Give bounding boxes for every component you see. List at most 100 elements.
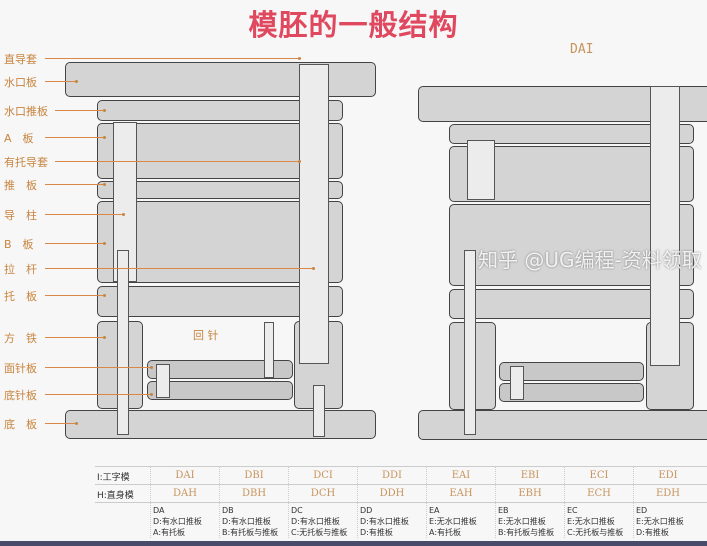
leader-dot bbox=[150, 366, 153, 369]
right-a-plate bbox=[449, 124, 694, 144]
description-line: E:无水口推板 bbox=[429, 517, 477, 526]
description-line: B:有托板与推板 bbox=[498, 528, 555, 537]
code-cell: EAH bbox=[426, 485, 495, 502]
code-cell: DAI bbox=[150, 467, 219, 484]
description-line: DC bbox=[291, 506, 303, 515]
leader-dot bbox=[103, 242, 106, 245]
code-cell: DDH bbox=[357, 485, 426, 502]
description-line: B:有托板与推板 bbox=[222, 528, 279, 537]
description-line: D:有水口推板 bbox=[360, 517, 409, 526]
page-title: 模胚的一般结构 bbox=[248, 8, 459, 42]
ejector-plate bbox=[147, 381, 293, 400]
description-line: EA bbox=[429, 506, 440, 515]
description-line: D:有推板 bbox=[360, 528, 393, 537]
bottom-bar bbox=[0, 541, 707, 546]
part-label: 直导套 bbox=[4, 53, 37, 66]
description-line: E:无水口推板 bbox=[636, 517, 684, 526]
description-line: A:有托板 bbox=[153, 528, 186, 537]
leader-dot bbox=[150, 393, 153, 396]
description-line: C:无托板与推板 bbox=[567, 528, 624, 537]
leader-line bbox=[45, 423, 75, 424]
leader-dot bbox=[103, 183, 106, 186]
row-header: I:工字模 bbox=[97, 473, 130, 483]
description-line: C:无托板与推板 bbox=[291, 528, 348, 537]
clamp-plate bbox=[65, 410, 376, 439]
code-cell: DDI bbox=[357, 467, 426, 484]
description-line: D:有推板 bbox=[636, 528, 669, 537]
right-support-pin bbox=[464, 250, 476, 435]
part-label: 方 铁 bbox=[4, 332, 37, 345]
description-line: ED bbox=[636, 506, 648, 515]
leader-dot bbox=[75, 422, 78, 425]
description-cell: DD D:有水口推板 D:有推板 bbox=[357, 503, 426, 538]
part-label: B 板 bbox=[4, 238, 34, 251]
part-label: A 板 bbox=[4, 132, 34, 145]
description-row: DA D:有水口推板 A:有托板 DB D:有水口推板 B:有托板与推板 DC D:有水口推板… bbox=[95, 503, 707, 538]
description-line: D:有水口推板 bbox=[222, 517, 271, 526]
model-code: DAI bbox=[570, 42, 594, 57]
leader-dot bbox=[103, 336, 106, 339]
part-label: 面针板 bbox=[4, 362, 37, 375]
description-cell: EA E:无水口推板 A:有托板 bbox=[426, 503, 495, 538]
code-cell: EDI bbox=[633, 467, 702, 484]
part-label: 导 柱 bbox=[4, 209, 37, 222]
part-label: 水口推板 bbox=[4, 105, 48, 118]
code-cell: ECI bbox=[564, 467, 633, 484]
leader-dot bbox=[103, 109, 106, 112]
code-cell: DBI bbox=[219, 467, 288, 484]
sprue-bushing-column bbox=[299, 64, 329, 364]
leader-dot bbox=[75, 80, 78, 83]
return-pin bbox=[264, 322, 274, 378]
bottom-pin bbox=[313, 385, 325, 437]
table-row: I:工字模 DAI DBI DCI DDI EAI EBI ECI EDI bbox=[95, 467, 707, 485]
leader-line bbox=[45, 367, 150, 368]
description-line: A:有托板 bbox=[429, 528, 462, 537]
right-guide-column bbox=[650, 86, 680, 366]
row-header-empty bbox=[95, 503, 150, 538]
description-line: D:有水口推板 bbox=[291, 517, 340, 526]
description-line: E:无水口推板 bbox=[567, 517, 615, 526]
watermark: 知乎 @UG编程-资料领取 bbox=[478, 248, 702, 272]
code-cell: ECH bbox=[564, 485, 633, 502]
description-cell: EC E:无水口推板 C:无托板与推板 bbox=[564, 503, 633, 538]
stripper-plate bbox=[97, 181, 343, 199]
part-label: 水口板 bbox=[4, 76, 37, 89]
row-header: H:直身模 bbox=[97, 491, 134, 501]
code-cell: EBI bbox=[495, 467, 564, 484]
return-pin-label: 回 针 bbox=[193, 329, 219, 342]
leader-line bbox=[45, 337, 103, 338]
description-cell: DA D:有水口推板 A:有托板 bbox=[150, 503, 219, 538]
leader-line bbox=[45, 295, 103, 296]
leader-line bbox=[55, 110, 103, 111]
description-line: EC bbox=[567, 506, 578, 515]
description-line: DD bbox=[360, 506, 373, 515]
leader-line bbox=[45, 214, 122, 215]
code-cell: DBH bbox=[219, 485, 288, 502]
description-cell: DB D:有水口推板 B:有托板与推板 bbox=[219, 503, 288, 538]
leader-line bbox=[45, 268, 312, 269]
description-line: DA bbox=[153, 506, 165, 515]
part-label: 托 板 bbox=[4, 290, 37, 303]
description-line: E:无水口推板 bbox=[498, 517, 546, 526]
leader-line bbox=[55, 161, 298, 162]
leader-dot bbox=[122, 213, 125, 216]
stop-pin bbox=[156, 364, 170, 398]
leader-dot bbox=[103, 294, 106, 297]
leader-line bbox=[45, 58, 298, 59]
right-stop-pin bbox=[510, 366, 524, 400]
leader-dot bbox=[298, 57, 301, 60]
leader-line bbox=[45, 81, 75, 82]
part-label: 底针板 bbox=[4, 389, 37, 402]
leader-line bbox=[45, 137, 103, 138]
code-cell: EAI bbox=[426, 467, 495, 484]
right-ejector-retainer bbox=[499, 362, 644, 381]
right-clamp-plate bbox=[418, 410, 707, 440]
code-cell: DCH bbox=[288, 485, 357, 502]
description-line: D:有水口推板 bbox=[153, 517, 202, 526]
ejector-retainer-plate bbox=[147, 360, 293, 379]
description-cell: ED E:无水口推板 D:有推板 bbox=[633, 503, 702, 538]
description-line: DB bbox=[222, 506, 234, 515]
sprue-plate bbox=[65, 62, 376, 97]
leader-dot bbox=[298, 160, 301, 163]
